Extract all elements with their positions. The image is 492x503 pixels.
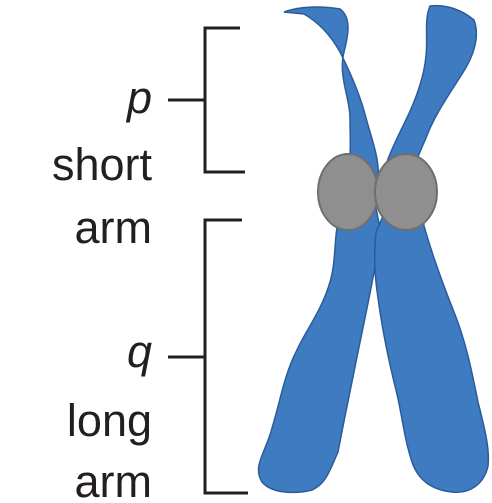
p-arm-text: arm <box>75 202 153 253</box>
left-chromatid <box>259 7 380 492</box>
right-centromere-lobe <box>375 154 437 230</box>
q-arm-text: arm <box>75 456 153 503</box>
p-letter: p <box>125 72 152 123</box>
p-arm-bracket <box>205 28 245 172</box>
chromosome <box>259 6 489 493</box>
p-arm-label: p short arm <box>52 72 153 253</box>
q-letter: q <box>127 326 152 377</box>
q-arm-bracket <box>205 220 248 493</box>
brackets <box>168 28 248 493</box>
right-chromatid <box>375 6 489 493</box>
p-short-text: short <box>52 139 153 190</box>
q-arm-label: q long arm <box>67 326 152 503</box>
q-long-text: long <box>67 395 152 446</box>
left-centromere-lobe <box>318 154 378 230</box>
